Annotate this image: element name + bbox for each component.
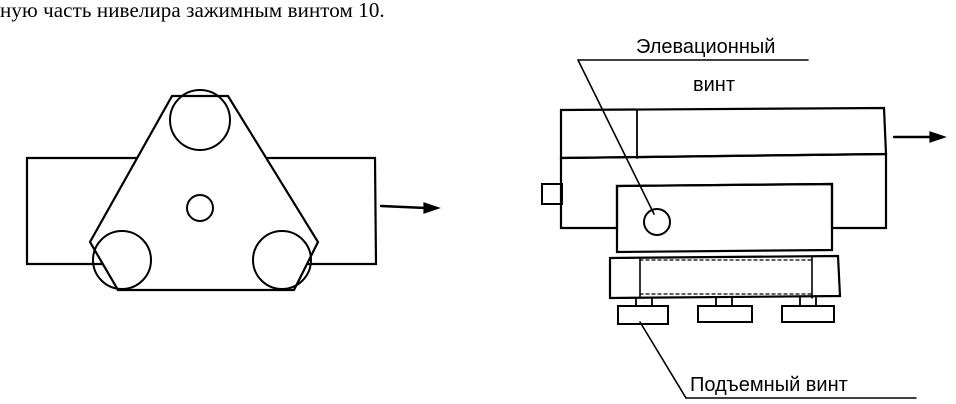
eyepiece <box>541 183 563 205</box>
telescope-body <box>559 152 888 230</box>
elevation-leader-line <box>577 59 655 215</box>
elevation-screw-label-line1: Элевационный <box>636 36 776 58</box>
top-view-trivet <box>88 94 320 292</box>
side-view <box>541 59 947 399</box>
top-view-arrow-shaft <box>379 204 428 210</box>
tribrach <box>608 254 842 300</box>
top-view-arrow-head <box>423 202 441 214</box>
top-view-center <box>186 194 214 222</box>
elevation-screw <box>643 208 671 236</box>
lifting-screw-left <box>617 297 669 325</box>
top-view-foot-left <box>92 230 152 290</box>
intro-text: ную часть нивелира зажимным винтом 10. <box>0 0 385 22</box>
lifting-screw-middle <box>697 297 753 323</box>
lifting-screw-right <box>781 297 835 323</box>
elevation-screw-label-line2: винт <box>693 74 736 96</box>
top-view-foot-top <box>169 89 231 151</box>
top-view-foot-right <box>252 230 312 290</box>
top-view <box>25 89 441 292</box>
alidade-block <box>615 182 834 254</box>
lifting-leader-line <box>639 321 687 399</box>
telescope-tube <box>559 106 888 160</box>
side-view-arrow-head <box>929 131 947 143</box>
lifting-screw-label: Подъемный винт <box>690 374 848 396</box>
